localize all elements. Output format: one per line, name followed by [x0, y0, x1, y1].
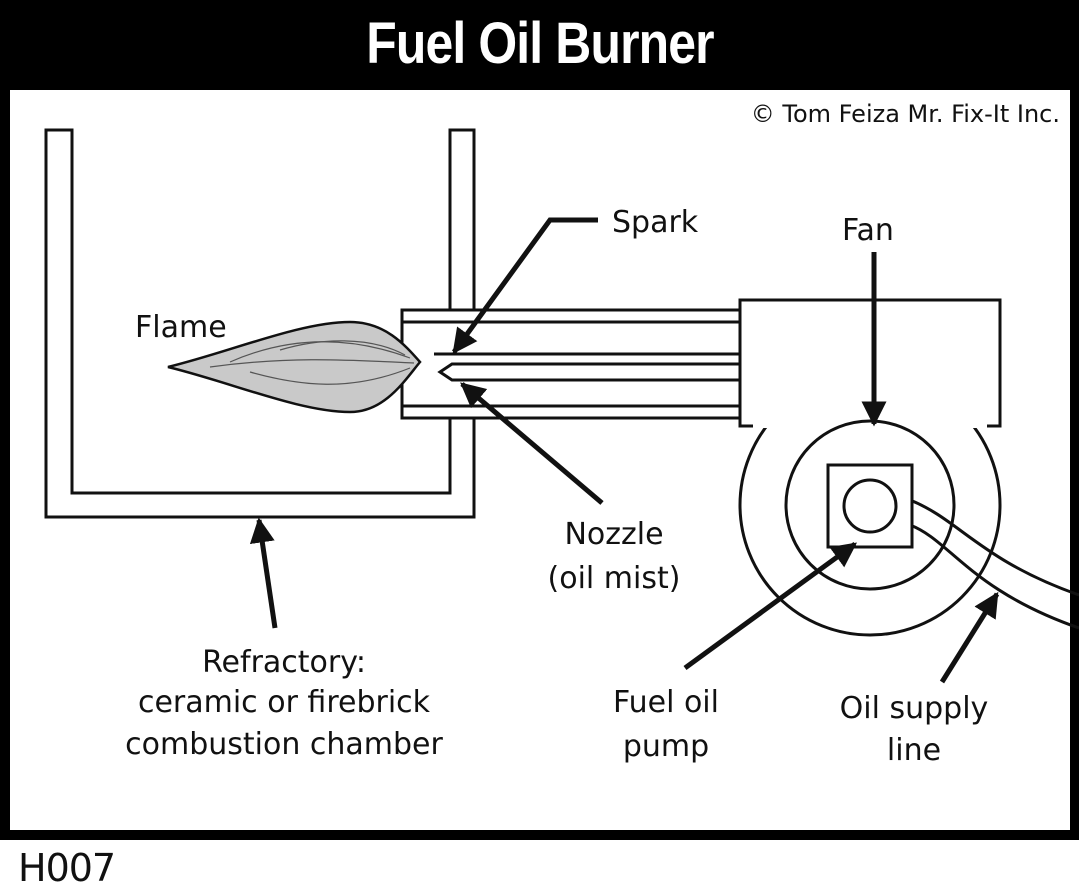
- pump-label-line1: Fuel oil: [613, 685, 719, 720]
- title-bar: Fuel Oil Burner: [0, 0, 1079, 86]
- nozzle-tube: [437, 362, 742, 382]
- supply-label-line1: Oil supply: [840, 691, 989, 726]
- spark-arrow: [451, 217, 598, 355]
- oil-supply-line: [909, 498, 1079, 630]
- supply-label-line2: line: [887, 733, 941, 768]
- refractory-arrow: [249, 517, 278, 629]
- supply-arrow: [939, 591, 1000, 684]
- nozzle-arrow: [460, 382, 604, 505]
- diagram-code: H007: [18, 846, 116, 890]
- fan-label: Fan: [842, 213, 894, 248]
- flame-shape: [167, 320, 422, 414]
- refractory-label-line1: Refractory:: [202, 645, 366, 680]
- copyright-text: © Tom Feiza Mr. Fix-It Inc.: [751, 100, 1060, 128]
- nozzle-label-line2: (oil mist): [548, 561, 681, 596]
- fuel-oil-pump: [826, 463, 914, 549]
- pump-arrow: [683, 541, 858, 671]
- refractory-label-line3: combustion chamber: [125, 727, 443, 762]
- flame-label: Flame: [135, 310, 227, 345]
- diagram-title: Fuel Oil Burner: [365, 10, 714, 76]
- spark-label: Spark: [612, 205, 699, 240]
- refractory-label-line2: ceramic or firebrick: [138, 685, 431, 720]
- combustion-chamber: [44, 128, 476, 519]
- pump-label-line2: pump: [623, 729, 709, 764]
- leader-lines: [249, 217, 1000, 684]
- nozzle-label-line1: Nozzle: [564, 517, 663, 552]
